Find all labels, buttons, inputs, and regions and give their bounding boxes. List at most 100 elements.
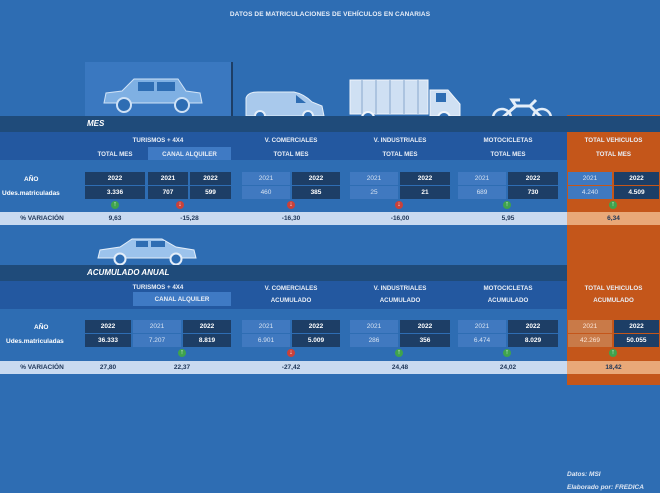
- mes-total-header: TOTAL VEHICULOS: [584, 137, 643, 144]
- acumulado-section-title: ACUMULADO ANUAL: [87, 268, 170, 277]
- mes-total-header-bg: [567, 132, 660, 160]
- acum-total-variacion: 18,42: [605, 364, 622, 371]
- acum-alquiler-value1: 7.207: [133, 334, 181, 347]
- mes-comerciales-variacion: -16,30: [281, 215, 301, 222]
- acum-industriales-header: V. INDUSTRIALES: [373, 285, 427, 292]
- mes-alquiler-value1: 707: [148, 186, 188, 199]
- mes-industriales-sub: TOTAL MES: [382, 151, 418, 158]
- acum-total-value2: 50.055: [614, 334, 659, 347]
- arrow-up-icon: ↑: [111, 201, 119, 209]
- acum-comerciales-variacion: -27,42: [281, 364, 301, 371]
- acum-alquiler-label: CANAL ALQUILER: [154, 296, 210, 303]
- mes-industriales-year1: 2021: [350, 172, 398, 185]
- acum-motocicletas-header: MOTOCICLETAS: [483, 285, 533, 292]
- mes-udes-label: Udes.matriculadas: [2, 190, 60, 197]
- arrow-up-icon: ↑: [503, 201, 511, 209]
- footer-author: Elaborado por: FREDICA: [567, 484, 644, 491]
- sedan-icon: [97, 238, 197, 266]
- mes-comerciales-header: V. COMERCIALES: [264, 137, 318, 144]
- arrow-down-icon: ↓: [395, 201, 403, 209]
- acum-alquiler-variacion: 22,37: [173, 364, 191, 371]
- acum-variacion-label: % VARIACIÓN: [20, 364, 64, 371]
- acumulado-header-band: [0, 281, 660, 309]
- arrow-up-icon: ↑: [609, 201, 617, 209]
- acum-comerciales-year2: 2022: [292, 320, 340, 333]
- mes-industriales-header: V. INDUSTRIALES: [373, 137, 427, 144]
- acum-total-year1: 2021: [568, 320, 612, 333]
- mes-motocicletas-year2: 2022: [508, 172, 558, 185]
- arrow-up-icon: ↑: [609, 349, 617, 357]
- acum-turismos-total-value: 36.333: [85, 334, 131, 347]
- page-title: DATOS DE MATRICULACIONES DE VEHÍCULOS EN…: [229, 11, 431, 18]
- acum-turismos-header: TURISMOS + 4X4: [132, 284, 184, 291]
- suv-icon: [103, 78, 203, 113]
- acum-total-value1: 42.269: [568, 334, 612, 347]
- mes-section-title: MES: [87, 119, 105, 128]
- acum-anio-label: AÑO: [34, 324, 49, 331]
- acum-alquiler-label-bg: [133, 292, 231, 306]
- acum-total-band-bg: [567, 265, 660, 281]
- acum-total-sub: ACUMULADO: [593, 297, 634, 304]
- acum-total-header: TOTAL VEHICULOS: [584, 285, 643, 292]
- mes-industriales-year2: 2022: [400, 172, 450, 185]
- arrow-up-icon: ↑: [503, 349, 511, 357]
- arrow-down-icon: ↓: [287, 349, 295, 357]
- mes-motocicletas-variacion: 5,95: [501, 215, 515, 222]
- acum-udes-label: Udes.matriculadas: [6, 338, 64, 345]
- mes-comerciales-year1: 2021: [242, 172, 290, 185]
- mes-total-value2: 4.509: [614, 186, 659, 199]
- acum-variacion-row: [0, 361, 660, 374]
- mes-variacion-total-bg: [567, 212, 660, 225]
- footer-source: Datos: MSI: [567, 471, 601, 478]
- acum-motocicletas-variacion: 24,02: [499, 364, 517, 371]
- mes-alquiler-value2: 599: [190, 186, 231, 199]
- acum-alquiler-year2: 2022: [183, 320, 231, 333]
- mes-total-year1: 2021: [568, 172, 612, 185]
- mes-variacion-row: [0, 212, 660, 225]
- mes-header-band: [0, 132, 660, 160]
- acum-total-header-bg: [567, 281, 660, 309]
- acum-total-year2: 2022: [614, 320, 659, 333]
- acum-comerciales-header: V. COMERCIALES: [264, 285, 318, 292]
- acum-motocicletas-value1: 6.474: [458, 334, 506, 347]
- acum-comerciales-value2: 5.009: [292, 334, 340, 347]
- mes-turismos-total-value: 3.336: [85, 186, 145, 199]
- mes-comerciales-year2: 2022: [292, 172, 340, 185]
- acum-motocicletas-year1: 2021: [458, 320, 506, 333]
- mes-comerciales-value1: 460: [242, 186, 290, 199]
- arrow-up-icon: ↑: [395, 349, 403, 357]
- mes-motocicletas-sub: TOTAL MES: [490, 151, 526, 158]
- mes-motocicletas-year1: 2021: [458, 172, 506, 185]
- acum-industriales-year2: 2022: [400, 320, 450, 333]
- acum-motocicletas-sub: ACUMULADO: [487, 297, 529, 304]
- mes-comerciales-value2: 385: [292, 186, 340, 199]
- mes-turismos-header: TURISMOS + 4X4: [132, 137, 184, 144]
- acum-comerciales-value1: 6.901: [242, 334, 290, 347]
- mes-comerciales-sub: TOTAL MES: [273, 151, 309, 158]
- arrow-up-icon: ↑: [178, 349, 186, 357]
- acum-turismos-variacion: 27,80: [99, 364, 117, 371]
- mes-section-band: [0, 116, 660, 132]
- mes-anio-label: AÑO: [24, 176, 39, 183]
- acum-industriales-value1: 286: [350, 334, 398, 347]
- mes-alquiler-label: CANAL ALQUILER: [162, 151, 217, 158]
- mes-alquiler-variacion: -15,28: [180, 215, 199, 222]
- mes-turismos-total-label: TOTAL MES: [97, 151, 133, 158]
- mes-motocicletas-value2: 730: [508, 186, 558, 199]
- mes-motocicletas-header: MOTOCICLETAS: [483, 137, 533, 144]
- mes-total-variacion: 6,34: [607, 215, 620, 222]
- acum-variacion-total-bg: [567, 361, 660, 374]
- mes-motocicletas-value1: 689: [458, 186, 506, 199]
- arrow-down-icon: ↓: [176, 201, 184, 209]
- acum-comerciales-year1: 2021: [242, 320, 290, 333]
- acum-motocicletas-value2: 8.029: [508, 334, 558, 347]
- acum-industriales-value2: 356: [400, 334, 450, 347]
- acum-alquiler-value2: 8.819: [183, 334, 231, 347]
- mes-total-value1: 4.240: [568, 186, 612, 199]
- mes-industriales-value1: 25: [350, 186, 398, 199]
- mes-total-sub: TOTAL MES: [595, 151, 632, 158]
- mes-industriales-variacion: -16,00: [390, 215, 410, 222]
- acum-turismos-total-year: 2022: [85, 320, 131, 333]
- acum-industriales-sub: ACUMULADO: [379, 297, 421, 304]
- acum-alquiler-year1: 2021: [133, 320, 181, 333]
